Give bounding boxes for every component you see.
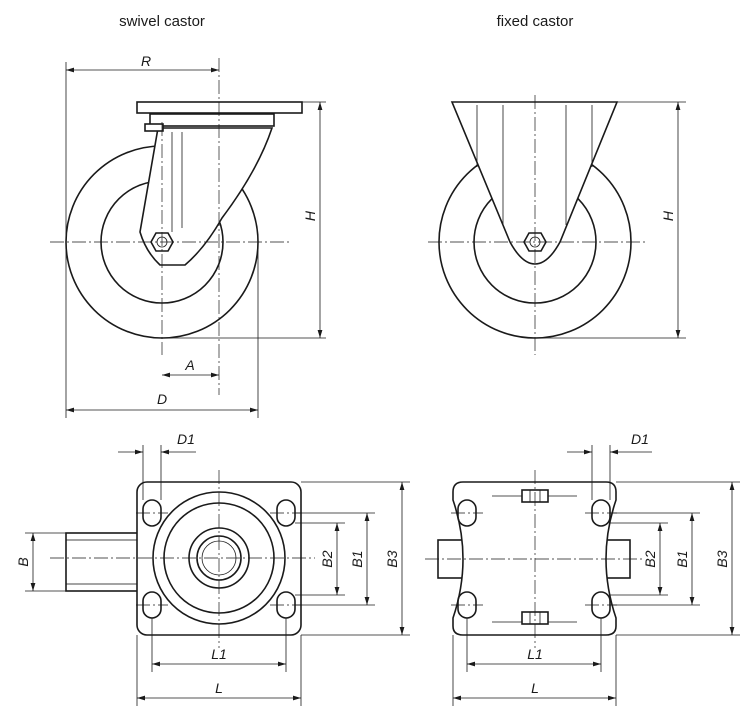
dim-B3-label: B3 bbox=[384, 550, 400, 567]
dim-L-label: L bbox=[215, 680, 223, 696]
swivel-top-plate bbox=[136, 101, 303, 114]
fixed-castor-title: fixed castor bbox=[497, 13, 574, 30]
dim-B1-label: B1 bbox=[349, 550, 365, 567]
dim-B3-fixed-label: B3 bbox=[714, 550, 730, 567]
dim-A-label: A bbox=[184, 357, 194, 373]
dim-L1-fixed-label: L1 bbox=[527, 646, 543, 662]
dim-H-fixed-label: H bbox=[660, 210, 676, 221]
dim-B-label: B bbox=[15, 557, 31, 566]
fixed-castor-side-view: H bbox=[428, 95, 686, 355]
swivel-head bbox=[149, 113, 275, 127]
swivel-castor-side-view: R H A D bbox=[50, 53, 326, 418]
swivel-top-wheel-inner bbox=[65, 539, 139, 585]
fixed-bracket bbox=[450, 101, 619, 265]
dim-L1-label: L1 bbox=[211, 646, 227, 662]
dim-D1-label: D1 bbox=[177, 431, 195, 447]
fixed-top-plate-outline bbox=[452, 481, 617, 636]
dim-D-label: D bbox=[157, 391, 167, 407]
dim-H-label: H bbox=[302, 210, 318, 221]
fixed-castor-top-view: D1 L1 L B2 B1 B3 bbox=[425, 431, 740, 706]
swivel-castor-title: swivel castor bbox=[119, 13, 205, 30]
dim-D1-fixed-label: D1 bbox=[631, 431, 649, 447]
swivel-bearing bbox=[144, 123, 164, 132]
dim-B2-fixed-label: B2 bbox=[642, 550, 658, 567]
dim-L-fixed-label: L bbox=[531, 680, 539, 696]
dim-B1-fixed-label: B1 bbox=[674, 550, 690, 567]
dim-R-label: R bbox=[141, 53, 151, 69]
swivel-top-wheel bbox=[65, 532, 139, 592]
dim-B2-label: B2 bbox=[319, 550, 335, 567]
swivel-castor-top-view: D1 L1 L B B2 B1 B3 bbox=[15, 431, 410, 706]
